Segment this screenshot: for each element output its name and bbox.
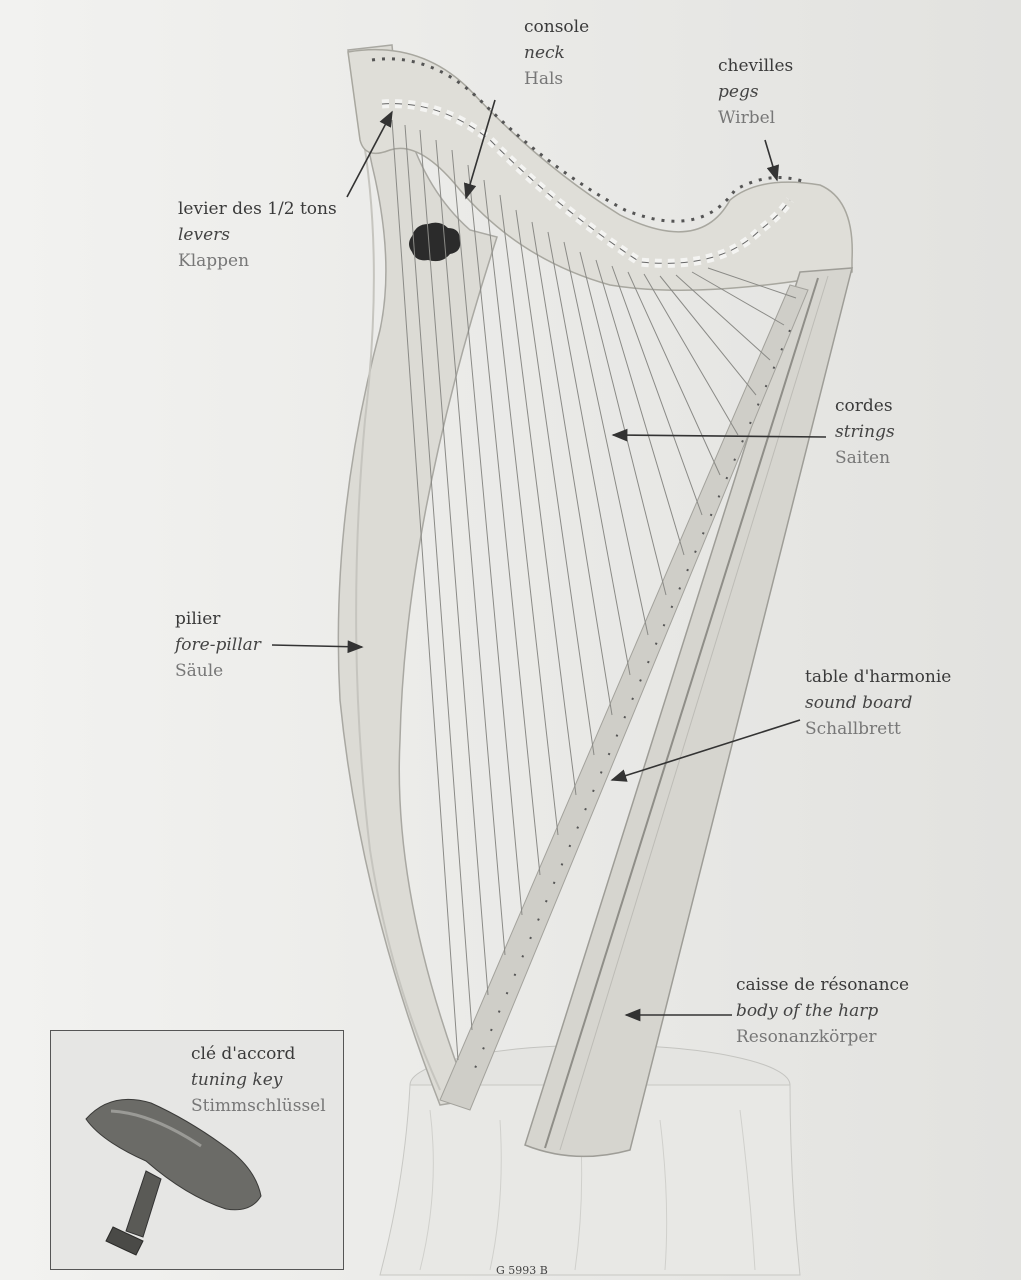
- arrow-chevilles: [764, 139, 779, 182]
- page-footer-code: G 5993 B: [496, 1264, 548, 1277]
- arrow-pilier: [271, 640, 364, 654]
- fore-pillar: [337, 44, 498, 1106]
- neck: [347, 48, 853, 291]
- label-cordes-de: Saiten: [835, 448, 891, 468]
- label-chevilles-fr: chevilles: [718, 56, 794, 76]
- label-cle-de: Stimmschlüssel: [191, 1096, 326, 1116]
- label-table: table d'harmonie sound board Schallbrett: [805, 664, 951, 742]
- label-caisse-de: Resonanzkörper: [736, 1027, 877, 1047]
- label-cordes: cordes strings Saiten: [835, 393, 895, 471]
- label-table-en: sound board: [805, 693, 913, 713]
- label-console-en: neck: [524, 43, 565, 63]
- label-cle-en: tuning key: [191, 1070, 283, 1090]
- strings: [391, 119, 797, 1061]
- label-levier-fr: levier des 1/2 tons: [178, 199, 337, 219]
- label-pilier: pilier fore-pillar Säule: [175, 606, 261, 684]
- label-chevilles-de: Wirbel: [718, 108, 776, 128]
- arrow-cordes: [611, 428, 827, 442]
- arrow-levier: [346, 110, 393, 198]
- soundhole-ornament: [409, 222, 461, 262]
- label-caisse-en: body of the harp: [736, 1001, 879, 1021]
- label-console: console neck Hals: [524, 14, 589, 92]
- label-levier: levier des 1/2 tons levers Klappen: [178, 196, 337, 274]
- tuning-key-inset: clé d'accord tuning key Stimmschlüssel: [50, 1030, 344, 1270]
- label-caisse-fr: caisse de résonance: [736, 975, 910, 995]
- tuning-key-illustration: [85, 1098, 262, 1256]
- label-table-de: Schallbrett: [805, 719, 901, 739]
- arrows: [271, 99, 827, 1022]
- label-cle: clé d'accord tuning key Stimmschlüssel: [191, 1041, 326, 1119]
- label-pilier-de: Säule: [175, 661, 224, 681]
- label-console-fr: console: [524, 17, 590, 37]
- label-table-fr: table d'harmonie: [805, 667, 952, 687]
- arrow-console: [463, 99, 496, 200]
- label-chevilles-en: pegs: [718, 82, 759, 102]
- label-cle-fr: clé d'accord: [191, 1044, 296, 1064]
- label-pilier-fr: pilier: [175, 609, 221, 629]
- harp-body: [439, 267, 853, 1158]
- label-cordes-en: strings: [835, 422, 895, 442]
- arrow-table: [610, 719, 801, 782]
- label-console-de: Hals: [524, 69, 564, 89]
- label-caisse: caisse de résonance body of the harp Res…: [736, 972, 909, 1050]
- label-cordes-fr: cordes: [835, 396, 893, 416]
- label-chevilles: chevilles pegs Wirbel: [718, 53, 793, 131]
- label-levier-de: Klappen: [178, 251, 250, 271]
- label-pilier-en: fore-pillar: [175, 635, 261, 655]
- label-levier-en: levers: [178, 225, 231, 245]
